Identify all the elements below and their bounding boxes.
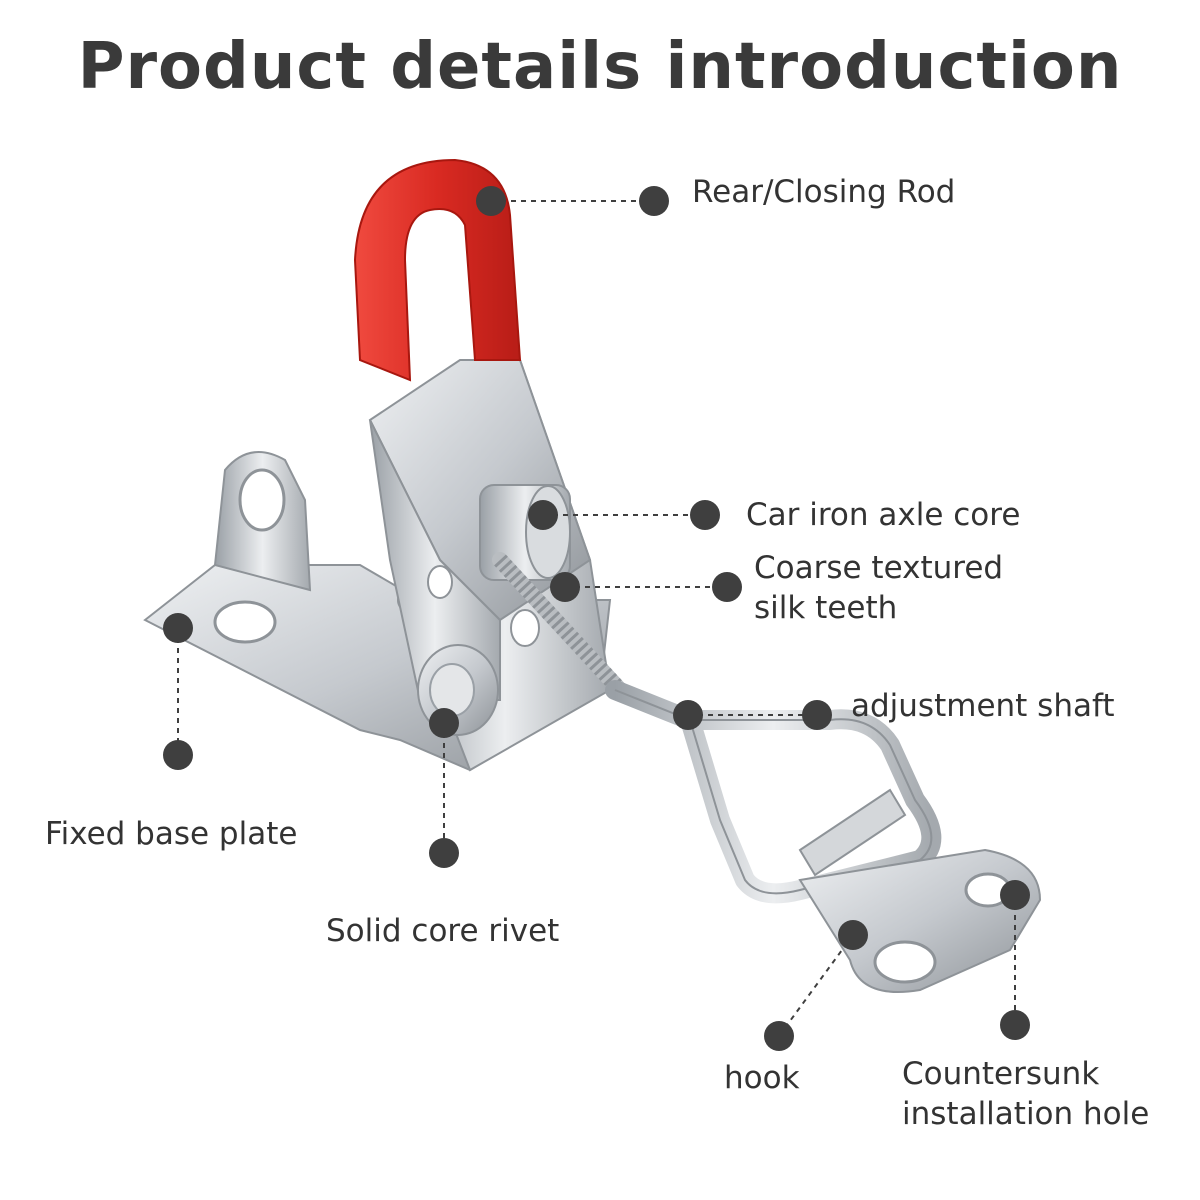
marker-rear-rod-part [476, 186, 506, 216]
adjustment-loop [605, 680, 942, 904]
marker-teeth-label [712, 572, 742, 602]
leader-lines [177, 200, 1016, 1037]
marker-hook-label [764, 1021, 794, 1051]
rear-closing-rod [353, 158, 522, 382]
marker-shaft-label [802, 700, 832, 730]
marker-base-part [163, 613, 193, 643]
label-axle-core: Car iron axle core [746, 497, 1021, 533]
markers [163, 186, 1030, 1051]
leader-hook [778, 934, 854, 1037]
marker-axle-part [528, 500, 558, 530]
label-silk-teeth-line2: silk teeth [754, 590, 898, 626]
label-adjust-shaft: adjustment shaft [851, 688, 1115, 724]
marker-shaft-part [673, 700, 703, 730]
label-silk-teeth-line1: Coarse textured [754, 550, 1004, 586]
label-hole: Countersunk installation hole [902, 1054, 1149, 1134]
marker-hook-part [838, 920, 868, 950]
label-silk-teeth: Coarse textured silk teeth [754, 548, 1003, 628]
label-hole-line1: Countersunk [902, 1056, 1100, 1092]
label-rear-rod: Rear/Closing Rod [692, 174, 956, 210]
marker-hole-part [1000, 880, 1030, 910]
label-rivet: Solid core rivet [326, 913, 560, 949]
label-hole-line2: installation hole [902, 1096, 1150, 1132]
marker-teeth-part [550, 572, 580, 602]
threaded-rod [492, 552, 628, 698]
label-hook: hook [724, 1060, 800, 1096]
marker-axle-label [690, 500, 720, 530]
marker-rear-rod-label [639, 186, 669, 216]
marker-hole-label [1000, 1010, 1030, 1040]
marker-rivet-label [429, 838, 459, 868]
axle-core [479, 484, 571, 581]
page-title: Product details introduction [77, 30, 1123, 104]
hook-plate [798, 848, 1042, 993]
marker-rivet-part [429, 708, 459, 738]
marker-base-label [163, 740, 193, 770]
label-base-plate: Fixed base plate [45, 816, 298, 852]
